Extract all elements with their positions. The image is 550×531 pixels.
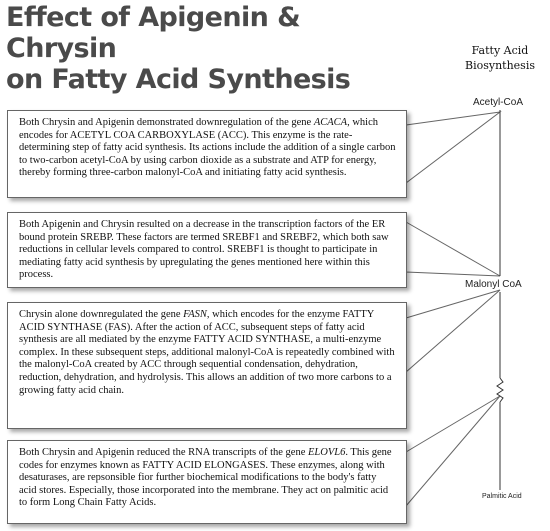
- callout-segment: . This gene codes for enzymes known as F…: [19, 447, 392, 509]
- title-line-1: Effect of Apigenin & Chrysin: [6, 2, 301, 64]
- callout-segment: Both Chrysin and Apigenin reduced the RN…: [19, 447, 308, 458]
- page-title: Effect of Apigenin & Chrysin on Fatty Ac…: [6, 2, 406, 95]
- callout-text: Both Chrysin and Apigenin demonstrated d…: [19, 117, 396, 180]
- pathway-zigzag: [496, 377, 504, 403]
- title-line-2: on Fatty Acid Synthesis: [6, 64, 351, 95]
- callout-elovl6: Both Chrysin and Apigenin reduced the RN…: [7, 440, 407, 524]
- pathway-title: Fatty Acid Biosynthesis: [452, 43, 548, 73]
- callout-srebp: Both Apigenin and Chrysin resulted on a …: [7, 212, 407, 288]
- callout-text: Both Chrysin and Apigenin reduced the RN…: [19, 447, 396, 510]
- callout-acaca: Both Chrysin and Apigenin demonstrated d…: [7, 110, 407, 198]
- callout-text: Both Apigenin and Chrysin resulted on a …: [19, 219, 396, 282]
- callout-segment: Both Apigenin and Chrysin resulted on a …: [19, 219, 389, 281]
- callout-3-pointer: [405, 289, 501, 374]
- malonyl-coa-label: Malonyl CoA: [465, 279, 522, 290]
- gene-name: FASN: [183, 309, 207, 320]
- palmitic-acid-label: Palmitic Acid: [482, 493, 522, 500]
- callout-1-pointer: [405, 111, 502, 185]
- callout-4-pointer: [405, 395, 501, 508]
- callout-text: Chrysin alone downregulated the gene FAS…: [19, 309, 396, 397]
- callout-segment: Both Chrysin and Apigenin demonstrated d…: [19, 117, 314, 128]
- acetyl-coa-label: Acetyl-CoA: [473, 97, 524, 108]
- pathway-title-line-2: Biosynthesis: [465, 59, 535, 72]
- callout-segment: Chrysin alone downregulated the gene: [19, 309, 184, 320]
- pathway-title-line-1: Fatty Acid: [471, 44, 529, 57]
- gene-name: ELOVL6: [308, 447, 346, 458]
- callout-2-pointer: [405, 221, 501, 277]
- callout-fasn: Chrysin alone downregulated the gene FAS…: [7, 302, 407, 429]
- gene-name: ACACA: [313, 117, 348, 128]
- callout-segment: , which encodes for the enzyme FATTY ACI…: [19, 309, 395, 396]
- callout-segment: , which encodes for ACETYL COA CARBOXYLA…: [19, 117, 396, 179]
